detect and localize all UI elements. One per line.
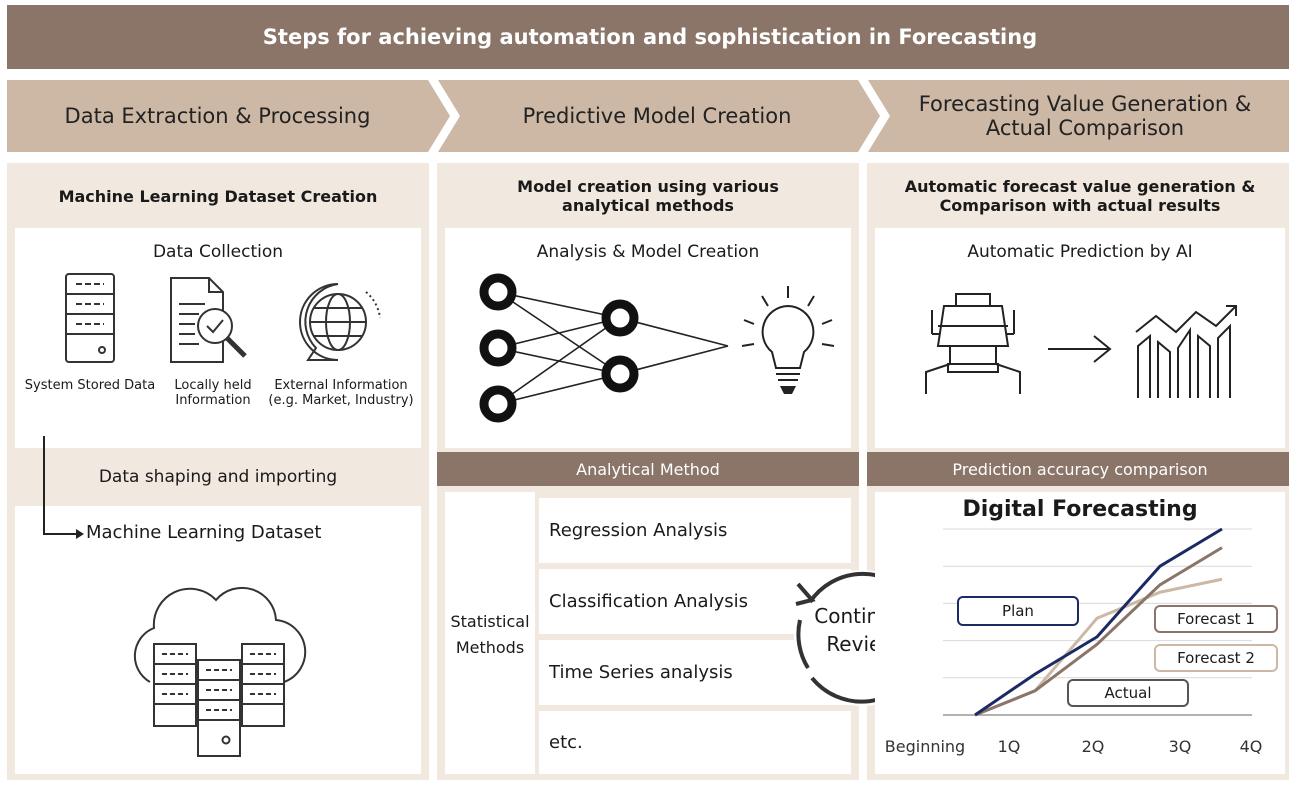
legend-actual: Actual	[1067, 679, 1189, 707]
prediction-title: Automatic Prediction by AI	[967, 242, 1193, 262]
robot-icon	[925, 293, 1021, 394]
analysis-title: Analysis & Model Creation	[536, 242, 760, 262]
cloud-servers-icon	[133, 586, 307, 757]
analytical-method-bar: Analytical Method	[437, 452, 859, 486]
series-line-plan	[974, 527, 1223, 717]
globe-chat-icon	[299, 283, 381, 361]
lightbulb-icon	[741, 286, 835, 394]
statistical-methods-label: Statistical Methods	[450, 612, 530, 657]
neural-network-icon	[479, 273, 729, 423]
method-time-series: Time Series analysis	[539, 640, 851, 705]
arrow-icon	[43, 436, 84, 539]
page-title: Steps for achieving automation and sophi…	[7, 5, 1289, 69]
series-line-forecast-1	[974, 546, 1223, 717]
source-label-external: External Information (e.g. Market, Indus…	[268, 378, 414, 408]
legend-forecast-2: Forecast 2	[1154, 644, 1278, 672]
statistical-methods-cell	[445, 492, 535, 774]
stage-2-label: Predictive Model Creation	[522, 104, 792, 128]
col2-header: Model creation using various analytical …	[517, 177, 779, 215]
data-shaping-label: Data shaping and importing	[98, 467, 338, 487]
data-collection-title: Data Collection	[152, 242, 284, 262]
stage-1-label: Data Extraction & Processing	[64, 104, 371, 128]
prediction-panel	[875, 228, 1285, 448]
bar-growth-icon	[1135, 305, 1237, 398]
x-tick-label: 3Q	[1168, 737, 1192, 756]
method-etc: etc.	[539, 711, 851, 774]
x-tick-label: 2Q	[1081, 737, 1105, 756]
x-tick-label: 4Q	[1239, 737, 1263, 756]
method-regression: Regression Analysis	[539, 498, 851, 563]
dataset-label: Machine Learning Dataset	[86, 522, 322, 543]
col1-header: Machine Learning Dataset Creation	[58, 186, 378, 206]
stage-chevrons	[7, 80, 1289, 152]
right-arrow-icon	[1048, 335, 1112, 363]
server-icon	[65, 273, 115, 363]
chart-panel	[875, 492, 1285, 774]
legend-forecast-1: Forecast 1	[1154, 605, 1278, 633]
source-label-system: System Stored Data	[24, 378, 156, 393]
x-tick-label: 1Q	[997, 737, 1021, 756]
source-label-local: Locally held Information	[174, 378, 252, 408]
legend-plan: Plan	[957, 596, 1079, 626]
prediction-accuracy-bar: Prediction accuracy comparison	[867, 452, 1289, 486]
chart-title: Digital Forecasting	[962, 496, 1198, 522]
stage-3-label: Forecasting Value Generation & Actual Co…	[918, 92, 1252, 140]
x-tick-label: Beginning	[884, 737, 966, 756]
document-search-icon	[170, 277, 247, 363]
col3-header: Automatic forecast value generation & Co…	[904, 177, 1256, 215]
